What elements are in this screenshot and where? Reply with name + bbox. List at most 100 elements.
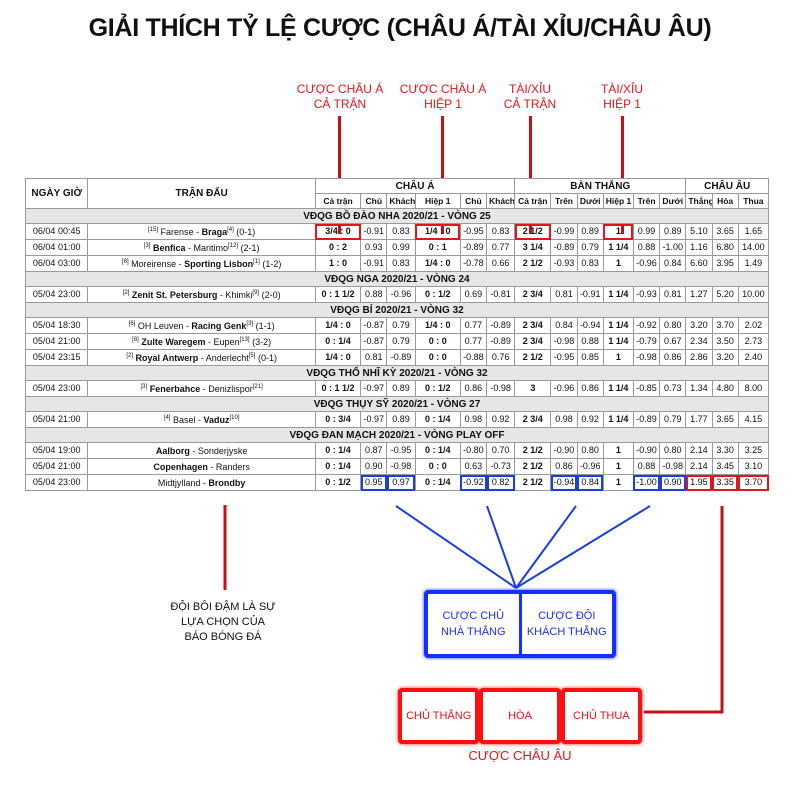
odds-cell: -0.97 (360, 411, 388, 428)
odds-cell: 1 (602, 458, 634, 475)
odds-cell: 2.86 (685, 349, 713, 366)
callout-line: TÀI/XỈU (600, 82, 643, 96)
odds-cell: -0.93 (550, 255, 578, 272)
match-datetime: 05/04 19:00 (24, 442, 89, 459)
away-rank: [1] (253, 259, 260, 265)
odds-cell: -0.98 (386, 458, 416, 475)
odds-cell: 0 : 1/2 (414, 286, 461, 303)
home-team: Benfica (152, 243, 186, 253)
odds-cell: 1 1/4 (602, 411, 634, 428)
odds-cell: 1 1/4 (602, 380, 634, 397)
odds-cell: 0.89 (659, 223, 687, 240)
odds-cell: 0.99 (386, 239, 416, 256)
subheader-cell: Khách (486, 193, 516, 209)
legend-line: CƯỢC CHỦ (442, 610, 505, 622)
odds-cell: -0.97 (360, 380, 388, 397)
odds-cell: 3.45 (711, 458, 739, 475)
table-row: 05/04 23:00 Midtjylland - Brondby 0 : 1/… (24, 474, 770, 491)
odds-cell: 1 (602, 349, 634, 366)
odds-cell: 0.92 (486, 411, 516, 428)
euro-connector (644, 506, 724, 714)
odds-cell: 0.82 (486, 474, 516, 491)
subheader-cell: Trên (550, 193, 578, 209)
odds-cell: 0.79 (659, 411, 687, 428)
odds-cell: 8.00 (737, 380, 770, 397)
note-line: LỰA CHỌN CỦA (181, 616, 265, 628)
note-line: ĐỘI BÔI ĐẬM LÀ SỰ (170, 601, 276, 613)
league-title: VĐQG THỤY SỸ 2020/21 - VÒNG 27 (25, 396, 769, 412)
odds-cell: 0.77 (459, 333, 488, 350)
team-separator: - (205, 337, 214, 347)
match-cell: [3] Fenerbahce - Denizlispor[21] (87, 380, 316, 397)
callout-ou-half: TÀI/XỈU HIỆP 1 (582, 82, 662, 112)
odds-cell: 0 : 1/4 (314, 333, 362, 350)
subheader-cell: Chủ (360, 193, 388, 209)
subheader-cell: Dưới (576, 193, 604, 209)
league-title: VĐQG ĐAN MẠCH 2020/21 - VÒNG PLAY OFF (25, 427, 769, 443)
odds-cell: -1.00 (632, 474, 661, 491)
odds-cell: 3.65 (711, 411, 739, 428)
odds-cell: 0.80 (659, 317, 687, 334)
home-team: Zulte Waregem (141, 337, 206, 347)
match-score: (0-1) (257, 353, 277, 363)
team-separator: - (217, 290, 226, 300)
odds-cell: 0.84 (550, 317, 578, 334)
odds-cell: 0.79 (386, 317, 416, 334)
odds-cell: 0.77 (486, 239, 516, 256)
odds-cell: 1.65 (737, 223, 770, 240)
odds-cell: 3.95 (711, 255, 739, 272)
odds-cell: 2 1/2 (514, 349, 552, 366)
callout-asian-half: CƯỢC CHÂU Á HIỆP 1 (393, 82, 493, 112)
odds-cell: 1 (602, 474, 634, 491)
team-separator: - (207, 462, 216, 472)
odds-cell: 1.77 (685, 411, 713, 428)
odds-cell: -0.96 (632, 255, 661, 272)
match-cell: [2] Royal Antwerp - Anderlecht[5] (0-1) (87, 349, 316, 366)
euro-bet-label: CƯỢC CHÂU ÂU (468, 748, 572, 763)
connector-line (441, 116, 444, 234)
odds-cell: -0.94 (576, 317, 604, 334)
home-rank: [2] (126, 353, 134, 359)
odds-cell: 1 1/4 (602, 239, 634, 256)
odds-cell: -0.98 (486, 380, 516, 397)
home-rank: [6] (128, 321, 136, 327)
odds-cell: -0.90 (632, 442, 661, 459)
odds-cell: 0.83 (386, 255, 416, 272)
league-row: VĐQG THỔ NHĨ KỲ 2020/21 - VÒNG 32 (25, 365, 769, 381)
odds-cell: 0.66 (486, 255, 516, 272)
connector-line (621, 116, 624, 234)
match-cell: [3] Benfica - Maritimo[12] (2-1) (87, 239, 316, 256)
odds-cell: 0 : 1/4 (414, 474, 461, 491)
odds-cell: 3.20 (711, 349, 739, 366)
odds-cell: 0.98 (550, 411, 578, 428)
odds-cell: 3.65 (711, 223, 739, 240)
odds-cell: 0 : 3/4 (314, 411, 362, 428)
table-row: 05/04 21:00[4] Basel - Vaduz[10] 0 : 3/4… (24, 411, 770, 428)
odds-cell: 2 1/2 (514, 255, 552, 272)
odds-cell: 2.73 (737, 333, 770, 350)
match-score: (2-0) (261, 290, 281, 300)
odds-cell: 6.60 (685, 255, 713, 272)
away-team: Khimki (225, 290, 253, 300)
odds-cell: 1 (602, 255, 634, 272)
away-rank: [4] (227, 227, 234, 233)
team-separator: - (200, 384, 209, 394)
home-team: Fenerbahce (149, 384, 201, 394)
odds-cell: -0.93 (632, 286, 661, 303)
odds-cell: 0 : 1/2 (414, 380, 461, 397)
odds-cell: 2.14 (685, 442, 713, 459)
table-row: 05/04 21:00 Copenhagen - Randers 0 : 1/4… (24, 458, 770, 475)
league-row: VĐQG ĐAN MẠCH 2020/21 - VÒNG PLAY OFF (25, 427, 769, 443)
odds-cell: 0 : 0 (414, 333, 461, 350)
odds-cell: 0.79 (386, 333, 416, 350)
team-separator: - (200, 478, 209, 488)
home-team: Copenhagen (153, 462, 208, 472)
away-rank: [3] (246, 321, 254, 327)
team-separator: - (189, 446, 198, 456)
subheader-cell: Thắng (685, 193, 713, 209)
home-rank: [2] (122, 290, 130, 296)
odds-cell: -0.85 (632, 380, 661, 397)
odds-cell: -0.80 (459, 442, 488, 459)
odds-cell: 14.00 (737, 239, 770, 256)
